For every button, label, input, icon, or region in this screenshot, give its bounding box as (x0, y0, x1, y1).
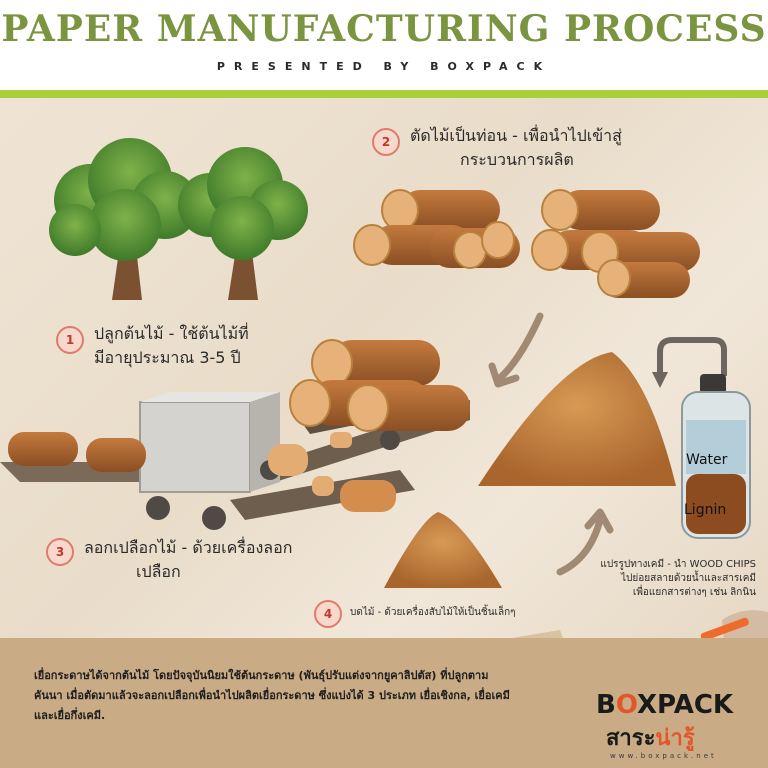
log-icon (8, 339, 470, 512)
step-badge: 1 (56, 326, 84, 354)
tree-icon (178, 147, 308, 300)
arrow-down-icon (496, 312, 544, 382)
step-1-line1: ปลูกต้นไม้ - ใช้ต้นไม้ที่ (94, 324, 249, 343)
page-title: PAPER MANUFACTURING PROCESS (1, 8, 767, 50)
bottle-water-label: Water (686, 452, 728, 468)
logo-b: B (596, 690, 616, 720)
step-badge: 4 (314, 600, 342, 628)
chemical-line3: เพื่อแยกสารต่างๆ เช่น ลิกนิน (632, 587, 756, 598)
bottle-lignin-label: Lignin (684, 502, 727, 518)
chemical-process-text: แปรรูปทางเคมี - นำ WOOD CHIPS ไปย่อยสลาย… (596, 558, 756, 600)
step-1-line2: มีอายุประมาณ 3-5 ปี (94, 348, 241, 367)
step-2-text: ตัดไม้เป็นท่อน - เพื่อนำไปเข้าสู่ กระบวน… (410, 124, 622, 172)
arrow-up-icon (556, 516, 604, 576)
header: PAPER MANUFACTURING PROCESS PRESENTED BY… (0, 0, 768, 92)
logo-rest: XPACK (637, 690, 734, 720)
step-4-text: บดไม้ - ด้วยเครื่องสับไม้ให้เป็นชิ้นเล็ก… (350, 607, 516, 618)
step-3-line1: ลอกเปลือกไม้ - ด้วยเครื่องลอก (84, 538, 293, 557)
step-2-line1: ตัดไม้เป็นท่อน - เพื่อนำไปเข้าสู่ (410, 126, 622, 145)
step-badge: 3 (46, 538, 74, 566)
step-badge: 2 (372, 128, 400, 156)
step-2-line2: กระบวนการผลิต (460, 150, 574, 169)
log-pile-icon (353, 189, 520, 269)
logo-o: O (615, 690, 638, 720)
chemical-line1: แปรรูปทางเคมี - นำ WOOD CHIPS (600, 559, 756, 570)
step-1-text: ปลูกต้นไม้ - ใช้ต้นไม้ที่ มีอายุประมาณ 3… (94, 322, 249, 370)
logo-sub-a: สาระ (606, 726, 656, 751)
chemical-bottle-icon (652, 337, 751, 539)
chemical-line2: ไปย่อยสลายด้วยน้ำและสารเคมี (621, 573, 756, 584)
wood-chip-pile-icon (384, 512, 502, 588)
step-3-line2: เปลือก (136, 562, 181, 581)
website-url: www.boxpack.net (610, 752, 717, 760)
wood-chip-pile-icon (478, 352, 676, 486)
log-pile-icon (531, 189, 700, 298)
step-3-text: ลอกเปลือกไม้ - ด้วยเครื่องลอก เปลือก (84, 536, 292, 584)
description-text: เยื่อกระดาษได้จากต้นไม้ โดยปัจจุบันนิยมใ… (34, 669, 510, 722)
bottom-panel (0, 638, 768, 768)
logo-sub-b: น่ารู้ (655, 726, 695, 751)
page-subtitle: PRESENTED BY BOXPACK (216, 60, 552, 73)
logo-subtitle: สาระน่ารู้ (606, 720, 695, 755)
tree-icon (49, 138, 199, 300)
accent-bar (0, 90, 768, 98)
boxpack-logo: BOXPACK (596, 690, 733, 720)
